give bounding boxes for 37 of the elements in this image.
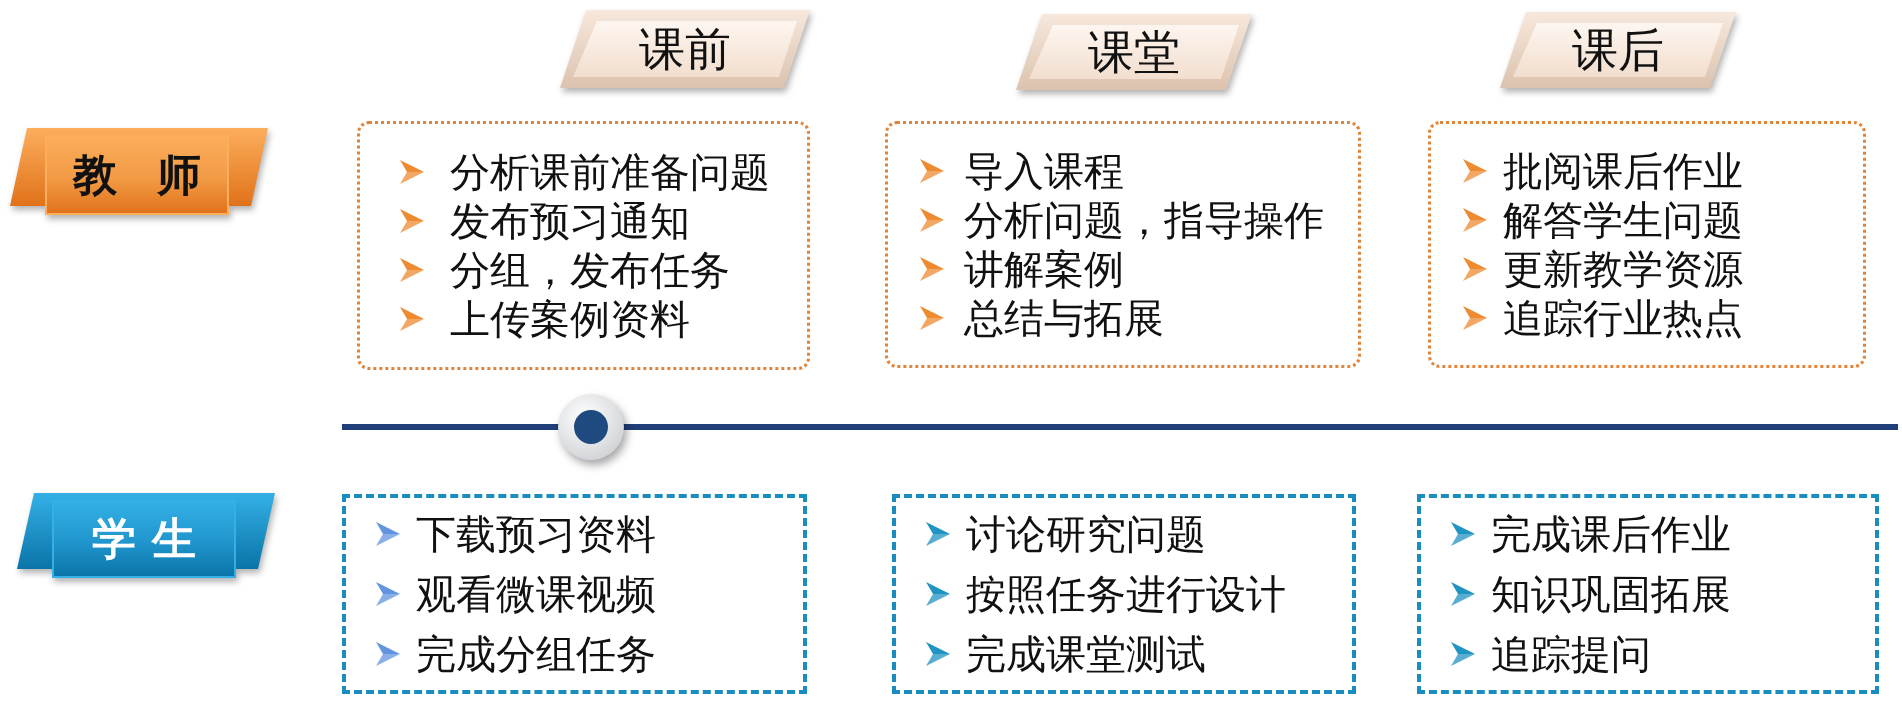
task-item: 更新教学资源 <box>1503 246 1743 292</box>
header-title: 课后 <box>1571 27 1665 73</box>
header-title: 课堂 <box>1087 29 1181 75</box>
header-banner <box>1016 14 1252 90</box>
header-banner <box>1500 12 1736 88</box>
task-item: 讨论研究问题 <box>966 511 1206 557</box>
task-item: 批阅课后作业 <box>1503 148 1743 194</box>
role-title: 教师 <box>71 153 242 197</box>
task-panel <box>892 494 1356 694</box>
task-item: 追踪行业热点 <box>1503 295 1743 341</box>
task-item: 追踪提问 <box>1491 631 1651 677</box>
task-item: 完成分组任务 <box>416 631 656 677</box>
role-title: 学生 <box>91 517 213 561</box>
task-item: 总结与拓展 <box>964 295 1164 341</box>
task-panel <box>357 121 810 370</box>
task-item: 分析课前准备问题 <box>450 149 770 195</box>
task-item: 按照任务进行设计 <box>966 571 1286 617</box>
task-panel <box>885 121 1361 368</box>
header-title: 课前 <box>638 26 732 72</box>
task-item: 下载预习资料 <box>416 511 656 557</box>
header-banner <box>560 10 810 88</box>
task-item: 分析问题，指导操作 <box>964 197 1324 243</box>
role-banner <box>17 491 275 577</box>
task-item: 解答学生问题 <box>1503 197 1743 243</box>
task-item: 讲解案例 <box>964 246 1124 292</box>
task-panel <box>1417 494 1879 694</box>
task-item: 完成课堂测试 <box>966 631 1206 677</box>
task-item: 观看微课视频 <box>416 571 656 617</box>
task-item: 发布预习通知 <box>450 198 690 244</box>
task-item: 知识巩固拓展 <box>1491 571 1731 617</box>
role-banner <box>10 126 268 214</box>
task-item: 完成课后作业 <box>1491 511 1731 557</box>
task-item: 分组，发布任务 <box>450 247 730 293</box>
task-item: 上传案例资料 <box>450 296 690 342</box>
task-panel <box>1428 121 1866 368</box>
task-item: 导入课程 <box>964 148 1124 194</box>
task-panel <box>342 494 807 694</box>
